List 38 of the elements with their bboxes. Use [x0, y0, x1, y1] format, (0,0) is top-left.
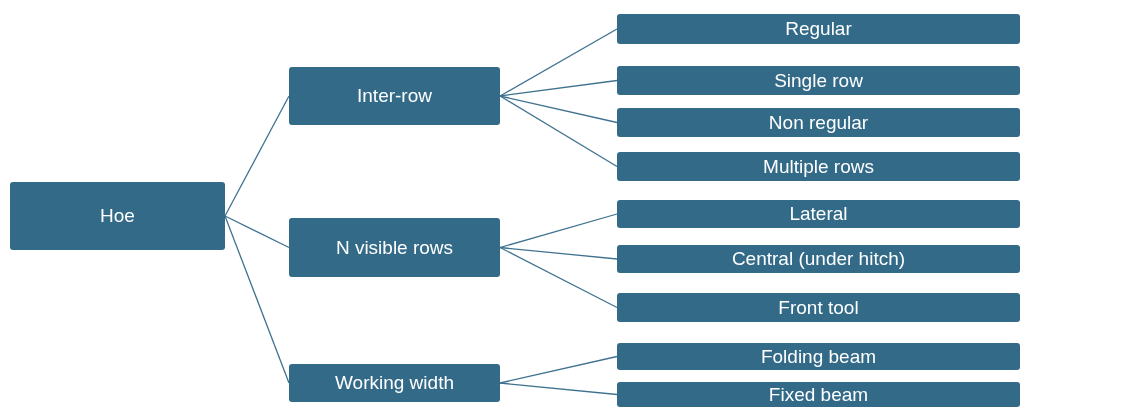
- connector-line: [224, 215, 290, 249]
- category-box: [617, 245, 1020, 273]
- category-box: [10, 182, 225, 250]
- category-box: [617, 152, 1020, 181]
- box-label: Fixed beam: [768, 385, 869, 404]
- category-box: [617, 108, 1020, 137]
- connector-line: [499, 355, 618, 384]
- category-box: [617, 382, 1020, 407]
- box-label: Regular: [785, 20, 852, 38]
- connector-line: [499, 28, 618, 97]
- box-label: Multiple rows: [763, 157, 874, 176]
- box-label: Single row: [774, 71, 863, 90]
- box-label: Central (under hitch): [731, 250, 906, 268]
- box-label: Working width: [335, 374, 454, 392]
- box-label: Front tool: [778, 298, 859, 317]
- box-label: Hoe: [100, 207, 135, 225]
- box-label: Lateral: [789, 205, 848, 223]
- category-box: [289, 67, 500, 125]
- connector-line: [499, 95, 618, 124]
- connector-line: [224, 215, 290, 384]
- connector-line: [499, 246, 618, 260]
- category-box: [617, 66, 1020, 95]
- box-label: Inter-row: [357, 87, 432, 105]
- connector-line: [499, 213, 618, 249]
- category-box: [617, 343, 1020, 370]
- box-label: Folding beam: [760, 347, 877, 366]
- category-box: [289, 218, 500, 277]
- category-box: [617, 200, 1020, 228]
- connector-line: [499, 79, 618, 97]
- connector-line: [499, 95, 618, 168]
- category-box: [617, 14, 1020, 44]
- box-label: Non regular: [768, 113, 869, 132]
- connector-line: [499, 382, 618, 396]
- connector-line: [224, 95, 290, 217]
- category-box: [617, 293, 1020, 322]
- box-label: N visible rows: [335, 238, 454, 257]
- category-box: [289, 364, 500, 402]
- connector-line: [499, 246, 618, 309]
